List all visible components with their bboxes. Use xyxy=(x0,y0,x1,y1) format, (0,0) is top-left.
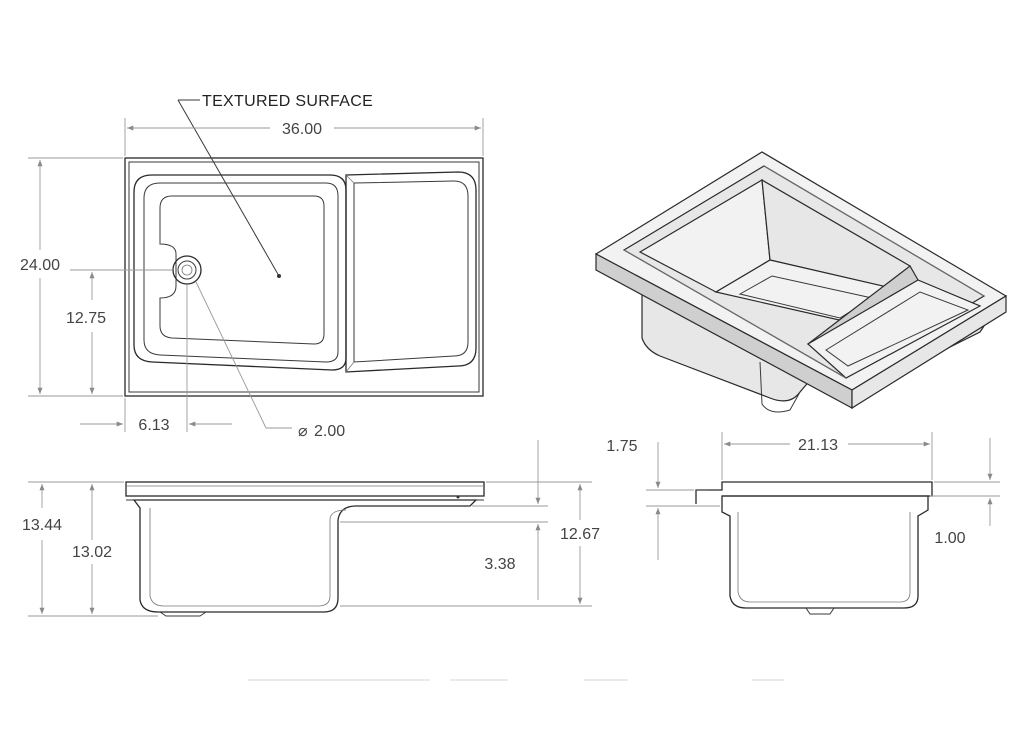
dim-label-12-75: 12.75 xyxy=(66,310,106,327)
dim-front-height-right: 12.67 xyxy=(340,481,600,607)
dim-label-13-02: 13.02 xyxy=(72,544,112,561)
dim-drain-offset-x: 6.13 xyxy=(80,285,232,434)
dim-label-12-67: 12.67 xyxy=(560,526,600,543)
dim-side-flange: 1.75 xyxy=(606,438,720,560)
dim-front-height-total: 13.44 xyxy=(22,481,158,617)
dim-label-24: 24.00 xyxy=(20,257,60,274)
dim-label-21-13: 21.13 xyxy=(798,437,838,454)
dim-label-1-75: 1.75 xyxy=(606,438,637,455)
dim-overall-width: 36.00 xyxy=(124,118,484,156)
front-view xyxy=(125,481,485,617)
dim-drain-offset-y: 12.75 xyxy=(66,269,172,394)
dim-front-step: 3.38 xyxy=(340,440,548,600)
dim-label-36: 36.00 xyxy=(282,121,322,138)
dim-label-13-44: 13.44 xyxy=(22,517,62,534)
diameter-symbol: ⌀ xyxy=(298,423,308,440)
dim-label-1-00: 1.00 xyxy=(934,530,965,547)
textured-surface-callout: TEXTURED SURFACE xyxy=(177,93,373,277)
dim-side-lip: 1.00 xyxy=(930,438,1000,547)
dim-label-6-13: 6.13 xyxy=(138,417,169,434)
top-view xyxy=(124,157,484,397)
dim-front-height-basin: 13.02 xyxy=(72,484,112,614)
dim-overall-depth: 24.00 xyxy=(20,157,123,397)
dim-side-width: 21.13 xyxy=(721,432,933,480)
isometric-view xyxy=(594,151,1008,413)
dim-label-3-38: 3.38 xyxy=(484,556,515,573)
side-view xyxy=(695,481,933,615)
dim-label-2-00: 2.00 xyxy=(314,423,345,440)
textured-surface-label: TEXTURED SURFACE xyxy=(202,93,373,110)
dim-drain-diameter: ⌀ 2.00 xyxy=(195,281,345,440)
